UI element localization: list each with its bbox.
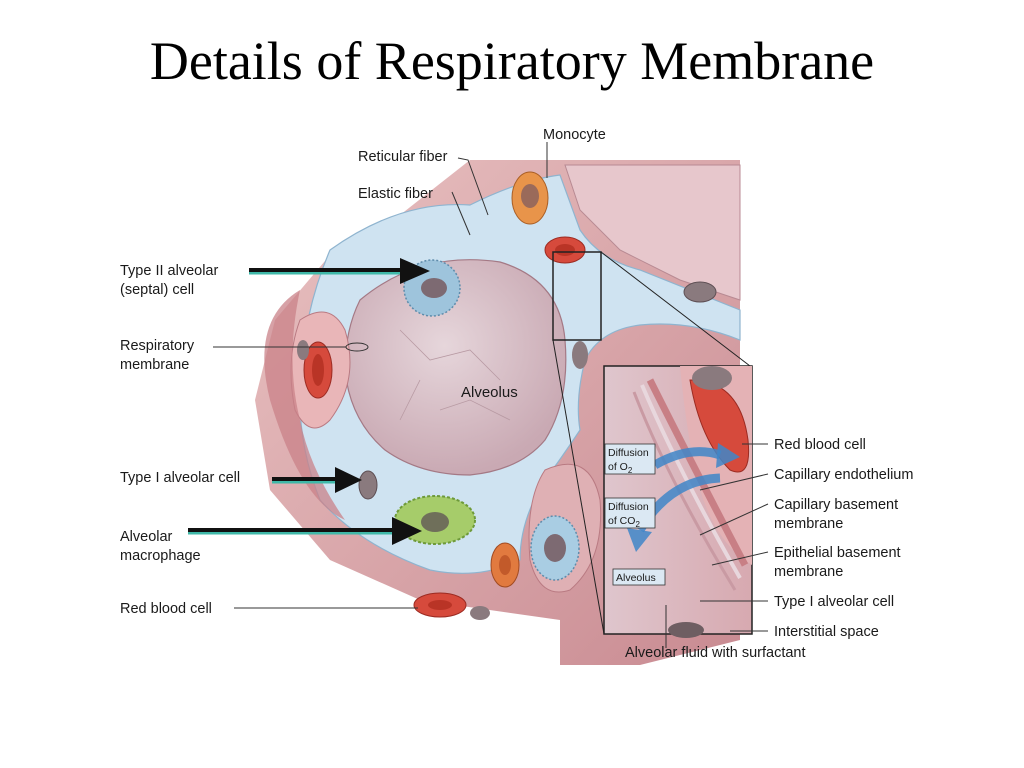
inset-o2-line2: of O2 (608, 461, 633, 475)
label-capillary-endothelium: Capillary endothelium (774, 467, 913, 483)
labels: Monocyte Reticular fiber Elastic fiber T… (120, 127, 913, 661)
label-type2-line2: (septal) cell (120, 282, 194, 298)
blue-cell-lower (530, 515, 580, 581)
membrane-inset: Diffusion of O2 Diffusion of CO2 Alveolu… (603, 365, 753, 638)
inset-o2-line1: Diffusion (608, 447, 649, 459)
inset-co2-line2: of CO2 (608, 515, 640, 529)
label-type2-line1: Type II alveolar (120, 263, 218, 279)
label-type1-cell: Type I alveolar cell (120, 470, 240, 486)
label-alveolus: Alveolus (461, 384, 518, 401)
leader-lines (213, 142, 769, 648)
label-reticular-fiber: Reticular fiber (358, 149, 448, 165)
label-respiratory-line1: Respiratory (120, 338, 195, 354)
upper-right-alveolus (564, 164, 741, 301)
o2-diffusion-arrow (652, 447, 722, 469)
label-capillary-basement-line2: membrane (774, 516, 843, 532)
label-rbc-right: Red blood cell (774, 437, 866, 453)
type1-alveolar-cell (358, 470, 378, 500)
page-title: Details of Respiratory Membrane (149, 31, 875, 91)
label-epithelial-basement-line1: Epithelial basement (774, 545, 901, 561)
label-rbc-left: Red blood cell (120, 601, 212, 617)
label-monocyte: Monocyte (543, 127, 606, 143)
label-elastic-fiber: Elastic fiber (358, 186, 433, 202)
label-alveolar-fluid: Alveolar fluid with surfactant (625, 645, 806, 661)
zoom-box (552, 251, 602, 341)
inset-co2-line1: Diffusion (608, 501, 649, 513)
pointer-arrows (188, 258, 430, 545)
central-alveolus (344, 259, 567, 476)
label-macrophage-line2: macrophage (120, 548, 201, 564)
label-macrophage-line1: Alveolar (120, 529, 173, 545)
inset-rbc (689, 379, 750, 473)
inset-alveolus-label: Alveolus (616, 572, 656, 584)
label-interstitial-space: Interstitial space (774, 624, 879, 640)
label-type1-right: Type I alveolar cell (774, 594, 894, 610)
label-epithelial-basement-line2: membrane (774, 564, 843, 580)
label-respiratory-line2: membrane (120, 357, 189, 373)
label-capillary-basement-line1: Capillary basement (774, 497, 898, 513)
